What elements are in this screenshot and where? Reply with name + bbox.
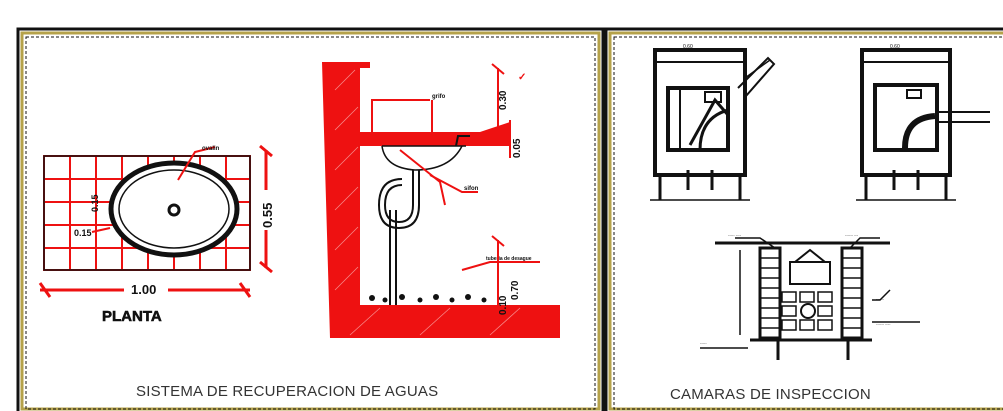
section-dims: 0.30 ✓ 0.05 0.10 0.70 [491,63,526,315]
countertop [360,132,510,146]
right-panel-caption: CAMARAS DE INSPECCION [670,386,871,403]
svg-text:0.60: 0.60 [890,44,900,50]
inspection-chamber-2: 0.60 [856,44,990,201]
plan-width-label: 1.00 [131,282,156,297]
svg-text:----- ----: ----- ---- [728,232,742,237]
wall-section [322,62,560,338]
svg-text:------ ---: ------ --- [845,232,859,237]
svg-text:ovalin: ovalin [202,146,220,152]
svg-text:0.60: 0.60 [683,44,693,50]
plan-height-dimension: 0.55 [258,144,275,274]
drain-icon [167,203,181,217]
left-panel-caption: SISTEMA DE RECUPERACION DE AGUAS [136,383,439,400]
svg-text:grifo: grifo [432,94,446,100]
section-view: grifo sifon tuberia de desague 0.30 ✓ 0.… [322,62,560,338]
plan-view: ovalin 0.15 0.15 1.00 0.55 PLANTA [38,144,275,325]
drain-pipe [377,170,420,305]
svg-text:✓: ✓ [518,72,526,83]
plan-dim-b: 0.15 [74,228,92,238]
svg-text:------ ----: ------ ---- [876,321,891,326]
chamber-annotations: ----- ---- ------ --- ------ ------ ----… [700,232,891,345]
right-panel-frame [604,27,1003,411]
inspection-chamber-section [700,237,920,360]
svg-text:0.10: 0.10 [498,295,509,315]
left-panel-frame [16,27,605,411]
svg-text:0.70: 0.70 [510,280,521,300]
inspection-chamber-1: 0.60 [650,44,776,201]
plan-title: PLANTA [102,308,162,325]
plan-width-dimension: 1.00 [38,281,252,298]
plan-dim-a: 0.15 [90,194,100,212]
basin-oval [108,160,240,258]
plan-height-label: 0.55 [260,203,275,228]
svg-text:tuberia de desague: tuberia de desague [486,256,532,262]
svg-text:0.30: 0.30 [498,90,509,110]
svg-text:0.05: 0.05 [512,138,523,158]
svg-text:------: ------ [876,296,885,301]
floor-gravel [369,294,487,303]
svg-text:sifon: sifon [464,186,479,192]
svg-text:-----: ----- [700,340,707,345]
